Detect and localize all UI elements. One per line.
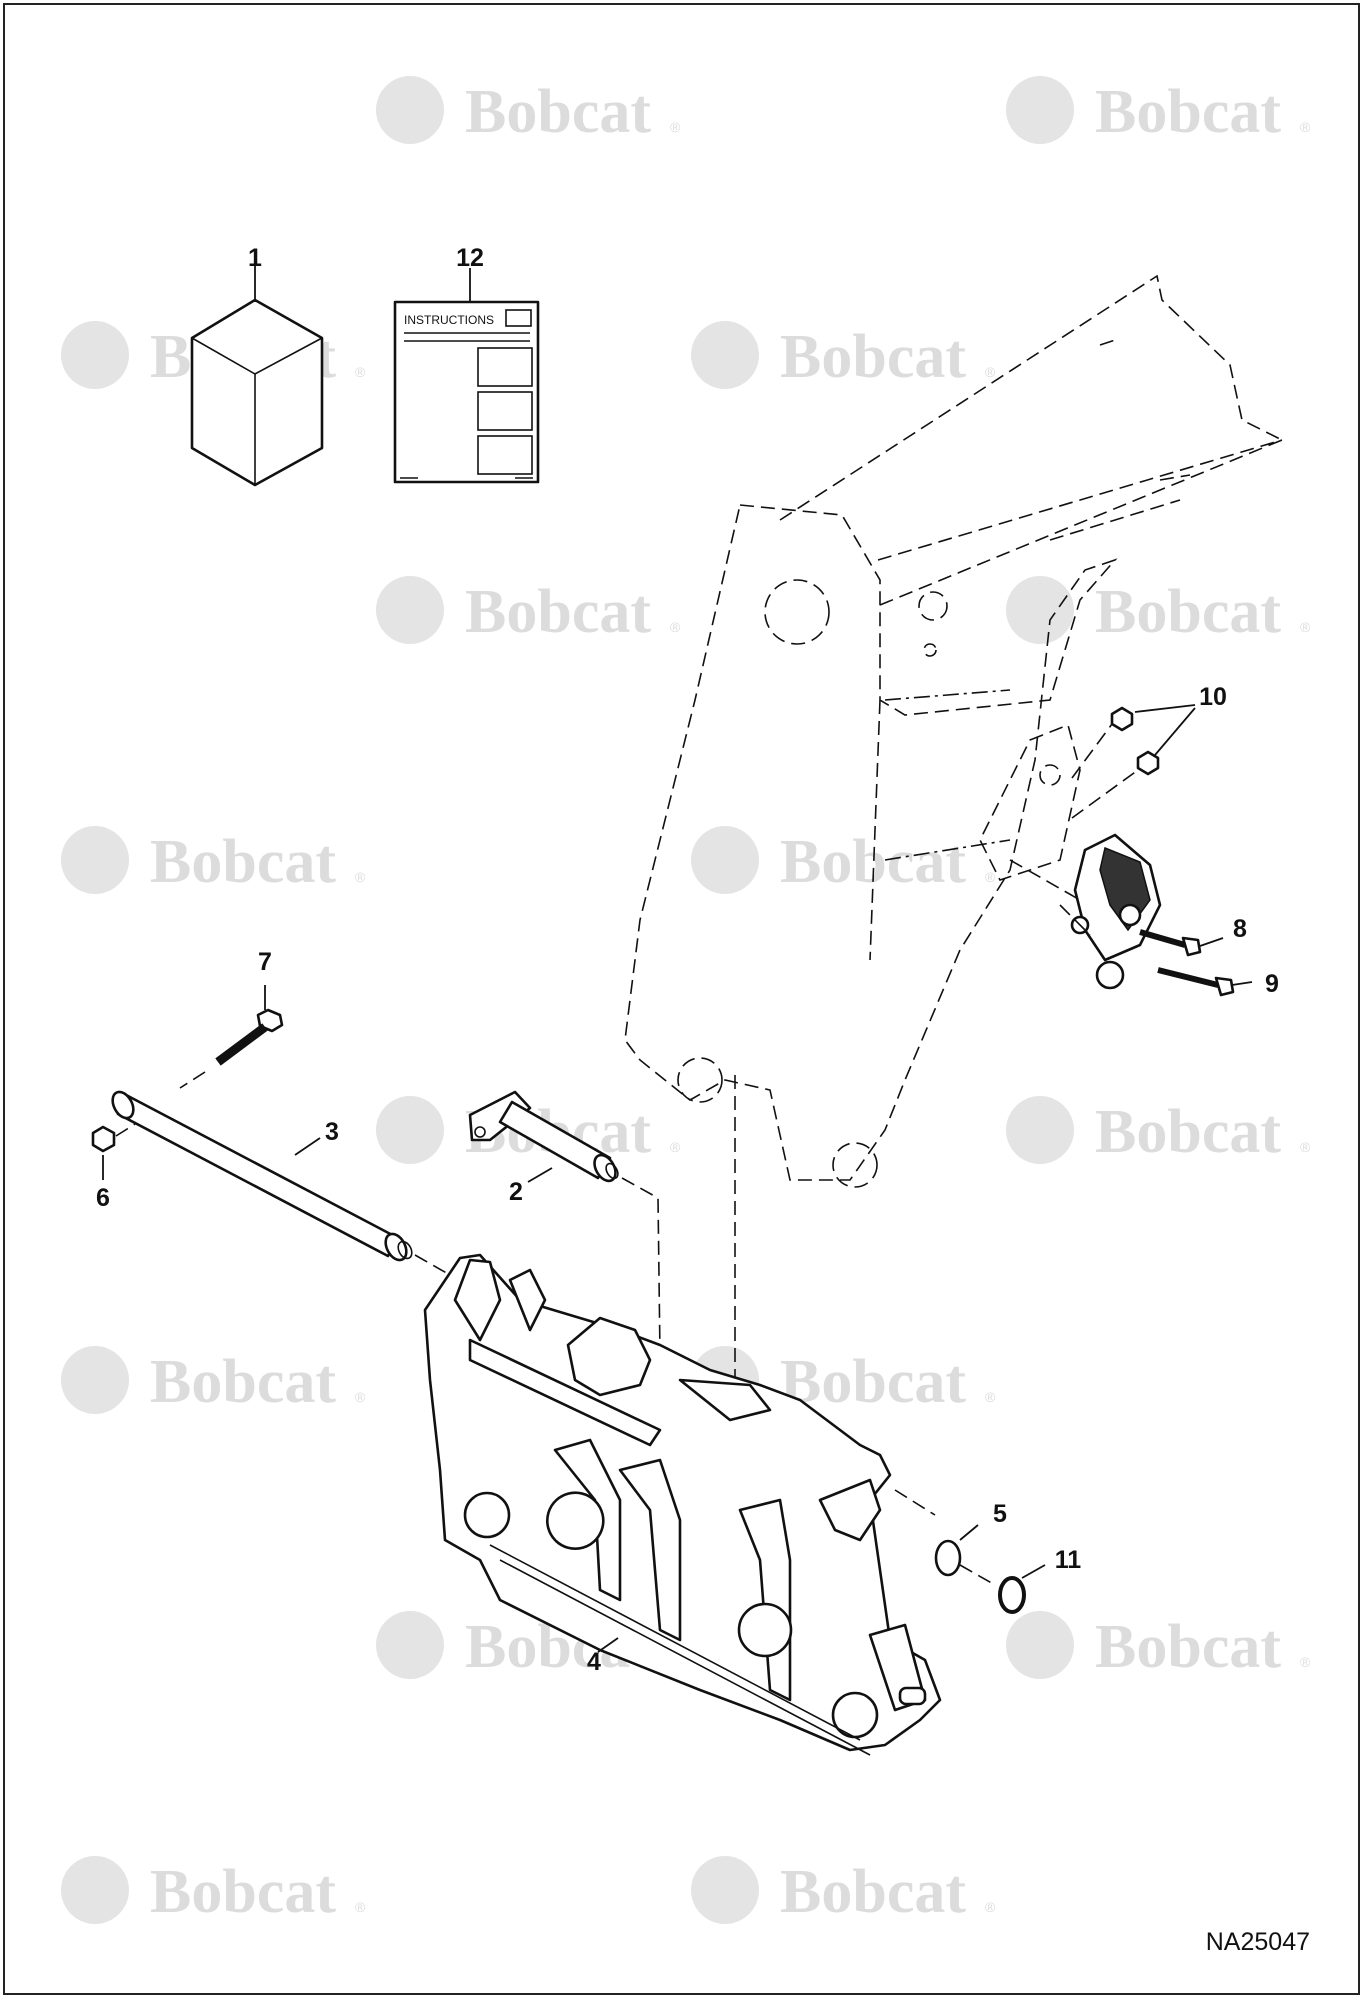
nut-part-6[interactable] <box>91 1125 116 1153</box>
svg-text:®: ® <box>1300 119 1311 135</box>
svg-text:Bobcat: Bobcat <box>150 828 336 896</box>
svg-text:Bobcat: Bobcat <box>780 1348 966 1416</box>
bolt-part-9[interactable] <box>1157 967 1235 997</box>
svg-text:Bobcat: Bobcat <box>780 323 966 391</box>
instructions-label: INSTRUCTIONS <box>404 313 494 327</box>
watermark-16: Bobcat ® <box>691 1856 996 1926</box>
svg-text:Bobcat: Bobcat <box>1095 1098 1281 1166</box>
watermark-4: Bobcat ® <box>691 321 996 391</box>
svg-text:Bobcat: Bobcat <box>465 578 651 646</box>
callout-4: 4 <box>587 1648 601 1676</box>
bolt-part-8[interactable] <box>1139 929 1202 957</box>
callout-6: 6 <box>96 1184 110 1212</box>
svg-text:®: ® <box>670 119 681 135</box>
instructions-sheet-part[interactable]: INSTRUCTIONS <box>393 300 540 484</box>
svg-text:®: ® <box>1300 1139 1311 1155</box>
svg-text:®: ® <box>1300 619 1311 635</box>
svg-text:®: ® <box>985 1899 996 1915</box>
svg-text:Bobcat: Bobcat <box>1095 578 1281 646</box>
svg-text:Bobcat: Bobcat <box>780 1858 966 1926</box>
watermark-5: Bobcat ® <box>376 576 681 646</box>
retaining-ring-part-5[interactable] <box>934 1539 962 1577</box>
svg-text:Bobcat: Bobcat <box>150 1858 336 1926</box>
watermark-text: Bobcat <box>465 78 651 146</box>
pin-part-2[interactable] <box>468 1090 620 1185</box>
pin-part-3[interactable] <box>108 1088 414 1263</box>
svg-text:®: ® <box>355 1899 366 1915</box>
figure-id: NA25047 <box>1206 1928 1310 1956</box>
callout-10: 10 <box>1199 683 1227 711</box>
callout-11: 11 <box>1055 1546 1082 1574</box>
lift-arm-reference <box>624 274 1283 1188</box>
svg-text:®: ® <box>1300 1654 1311 1670</box>
svg-text:Bobcat: Bobcat <box>150 1348 336 1416</box>
watermark-10: Bobcat ® <box>1006 1096 1311 1166</box>
svg-text:®: ® <box>985 1389 996 1405</box>
callout-9: 9 <box>1265 970 1279 998</box>
watermark-7: Bobcat ® <box>61 826 366 896</box>
quick-tach-frame-part-4[interactable] <box>423 1253 942 1756</box>
svg-text:®: ® <box>985 869 996 885</box>
callout-12: 12 <box>456 244 484 272</box>
nut-part-10a[interactable] <box>1110 706 1134 732</box>
callout-2: 2 <box>509 1178 523 1206</box>
watermark-14: Bobcat ® <box>1006 1611 1311 1681</box>
svg-text:Bobcat: Bobcat <box>780 828 966 896</box>
svg-text:®: ® <box>355 364 366 380</box>
svg-text:®: ® <box>670 619 681 635</box>
watermark-2: Bobcat ® <box>1006 76 1311 146</box>
callout-7: 7 <box>258 948 272 976</box>
hydraulic-coupler-block[interactable] <box>1070 833 1162 990</box>
svg-text:®: ® <box>355 869 366 885</box>
callout-1: 1 <box>248 244 262 272</box>
watermark-15: Bobcat ® <box>61 1856 366 1926</box>
callout-5: 5 <box>993 1500 1007 1528</box>
svg-text:®: ® <box>670 1139 681 1155</box>
svg-text:Bobcat: Bobcat <box>1095 1613 1281 1681</box>
watermark-8: Bobcat ® <box>691 826 996 896</box>
callout-3: 3 <box>325 1118 339 1146</box>
svg-text:Bobcat: Bobcat <box>1095 78 1281 146</box>
watermark-layer: Bobcat ® Bobcat ® Bobcat ® Bobcat ® Bobc… <box>61 76 1311 1926</box>
svg-text:®: ® <box>985 364 996 380</box>
watermark-1: Bobcat ® <box>376 76 681 146</box>
watermark-11: Bobcat ® <box>61 1346 366 1416</box>
bolt-part-7[interactable] <box>215 1008 284 1066</box>
kit-box-part[interactable] <box>190 298 324 487</box>
watermark-6: Bobcat ® <box>1006 576 1311 646</box>
callout-8: 8 <box>1233 915 1247 943</box>
o-ring-part-11[interactable] <box>998 1576 1026 1614</box>
svg-text:®: ® <box>355 1389 366 1405</box>
nut-part-10b[interactable] <box>1136 750 1160 776</box>
